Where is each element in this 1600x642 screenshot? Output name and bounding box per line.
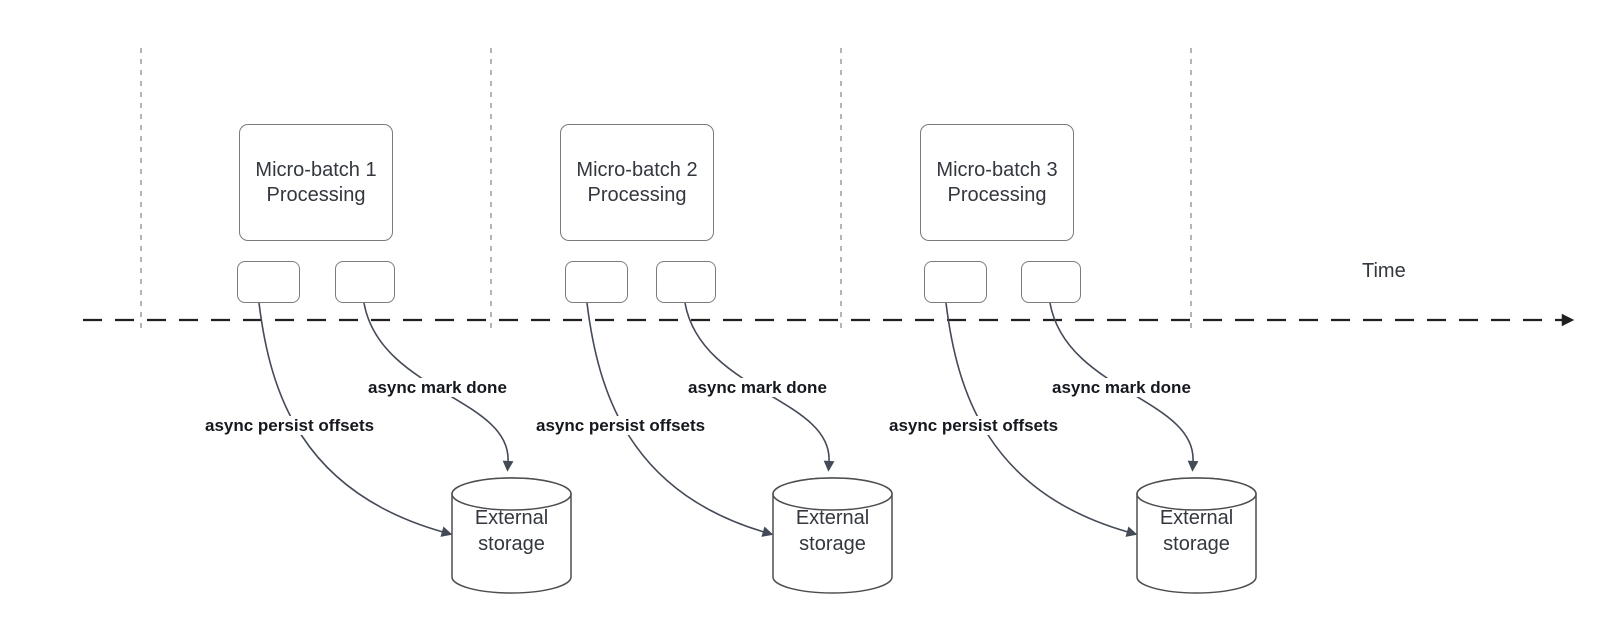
micro-batch-2-label-line1: Micro-batch 2	[576, 158, 698, 181]
micro-batch-2-task-box-left	[565, 261, 628, 303]
micro-batch-3-task-box-left	[924, 261, 987, 303]
external-storage-label-line2: storage	[1163, 533, 1230, 555]
external-storage-label-line2: storage	[799, 533, 866, 555]
persist-offsets-label: async persist offsets	[533, 416, 709, 435]
micro-batch-1-task-box-right	[335, 261, 395, 303]
micro-batch-3-label-line2: Processing	[947, 183, 1047, 206]
storage-cylinder-top	[1136, 477, 1257, 511]
external-storage-label-line1: External	[1159, 507, 1234, 529]
mark-done-label: async mark done	[1049, 378, 1194, 397]
storage-cylinder-top	[451, 477, 572, 511]
external-storage-label: External storage	[452, 505, 571, 557]
persist-offsets-label: async persist offsets	[202, 416, 378, 435]
micro-batch-3-box: Micro-batch 3 Processing	[920, 124, 1074, 241]
micro-batch-3-label-line1: Micro-batch 3	[936, 158, 1058, 181]
micro-batch-1-box: Micro-batch 1 Processing	[239, 124, 393, 241]
persist-offsets-label: async persist offsets	[886, 416, 1062, 435]
time-axis-label: Time	[1362, 260, 1406, 282]
external-storage-label-line2: storage	[478, 533, 545, 555]
micro-batch-2-label-line2: Processing	[587, 183, 687, 206]
persist-offsets-arrow	[258, 302, 453, 537]
micro-batch-2-task-box-right	[656, 261, 716, 303]
micro-batch-2-box: Micro-batch 2 Processing	[560, 124, 714, 241]
group-1-shapes	[258, 302, 572, 594]
external-storage-label: External storage	[773, 505, 892, 557]
external-storage-label-line1: External	[474, 507, 549, 529]
micro-batch-1-task-box-left	[237, 261, 300, 303]
persist-offsets-arrow	[586, 302, 774, 537]
time-guides	[140, 48, 1192, 333]
external-storage-label: External storage	[1137, 505, 1256, 557]
micro-batch-3-task-box-right	[1021, 261, 1081, 303]
persist-offsets-arrow	[945, 302, 1138, 537]
group-3-shapes	[945, 302, 1257, 594]
storage-cylinder-top	[772, 477, 893, 511]
external-storage-label-line1: External	[795, 507, 870, 529]
mark-done-label: async mark done	[365, 378, 510, 397]
mark-done-label: async mark done	[685, 378, 830, 397]
micro-batch-1-label-line1: Micro-batch 1	[255, 158, 377, 181]
micro-batch-1-label-line2: Processing	[266, 183, 366, 206]
